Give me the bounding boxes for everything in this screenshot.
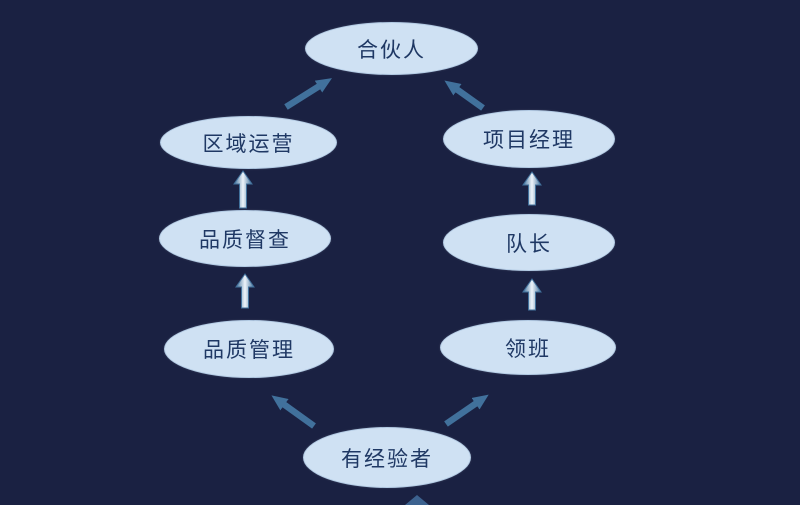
node-regional-operations: 区域运营 [160,116,337,169]
node-partner: 合伙人 [305,22,478,75]
node-team-leader-label: 队长 [506,231,552,256]
arrow-foreman-to-team-leader [522,278,542,311]
node-quality-inspection-label: 品质督查 [199,227,291,252]
arrow-team-leader-to-project-manager [522,171,542,206]
node-project-manager-label: 项目经理 [483,128,575,152]
node-quality-management-label: 品质管理 [203,338,295,362]
arrow-regional-operations-to-partner [284,78,333,110]
arrow-experienced-to-quality-management [271,395,316,429]
node-foreman-label: 领班 [505,336,551,361]
node-team-leader: 队长 [443,214,615,271]
arrow-quality-inspection-to-regional-operations [233,170,253,209]
arrow-experienced-to-foreman [444,394,489,427]
node-experienced-worker: 有经验者 [303,427,471,488]
node-quality-inspection: 品质督查 [159,210,331,267]
arrow-quality-management-to-quality-inspection [235,273,255,309]
arrow-project-manager-to-partner [444,80,485,111]
node-experienced-worker-label: 有经验者 [341,446,433,471]
node-foreman: 领班 [440,320,616,375]
node-project-manager: 项目经理 [443,110,615,168]
node-quality-management: 品质管理 [164,320,334,378]
arrow-bottom-edge-to-experienced [405,495,429,505]
node-regional-operations-label: 区域运营 [202,131,295,156]
node-partner-label: 合伙人 [357,37,426,62]
